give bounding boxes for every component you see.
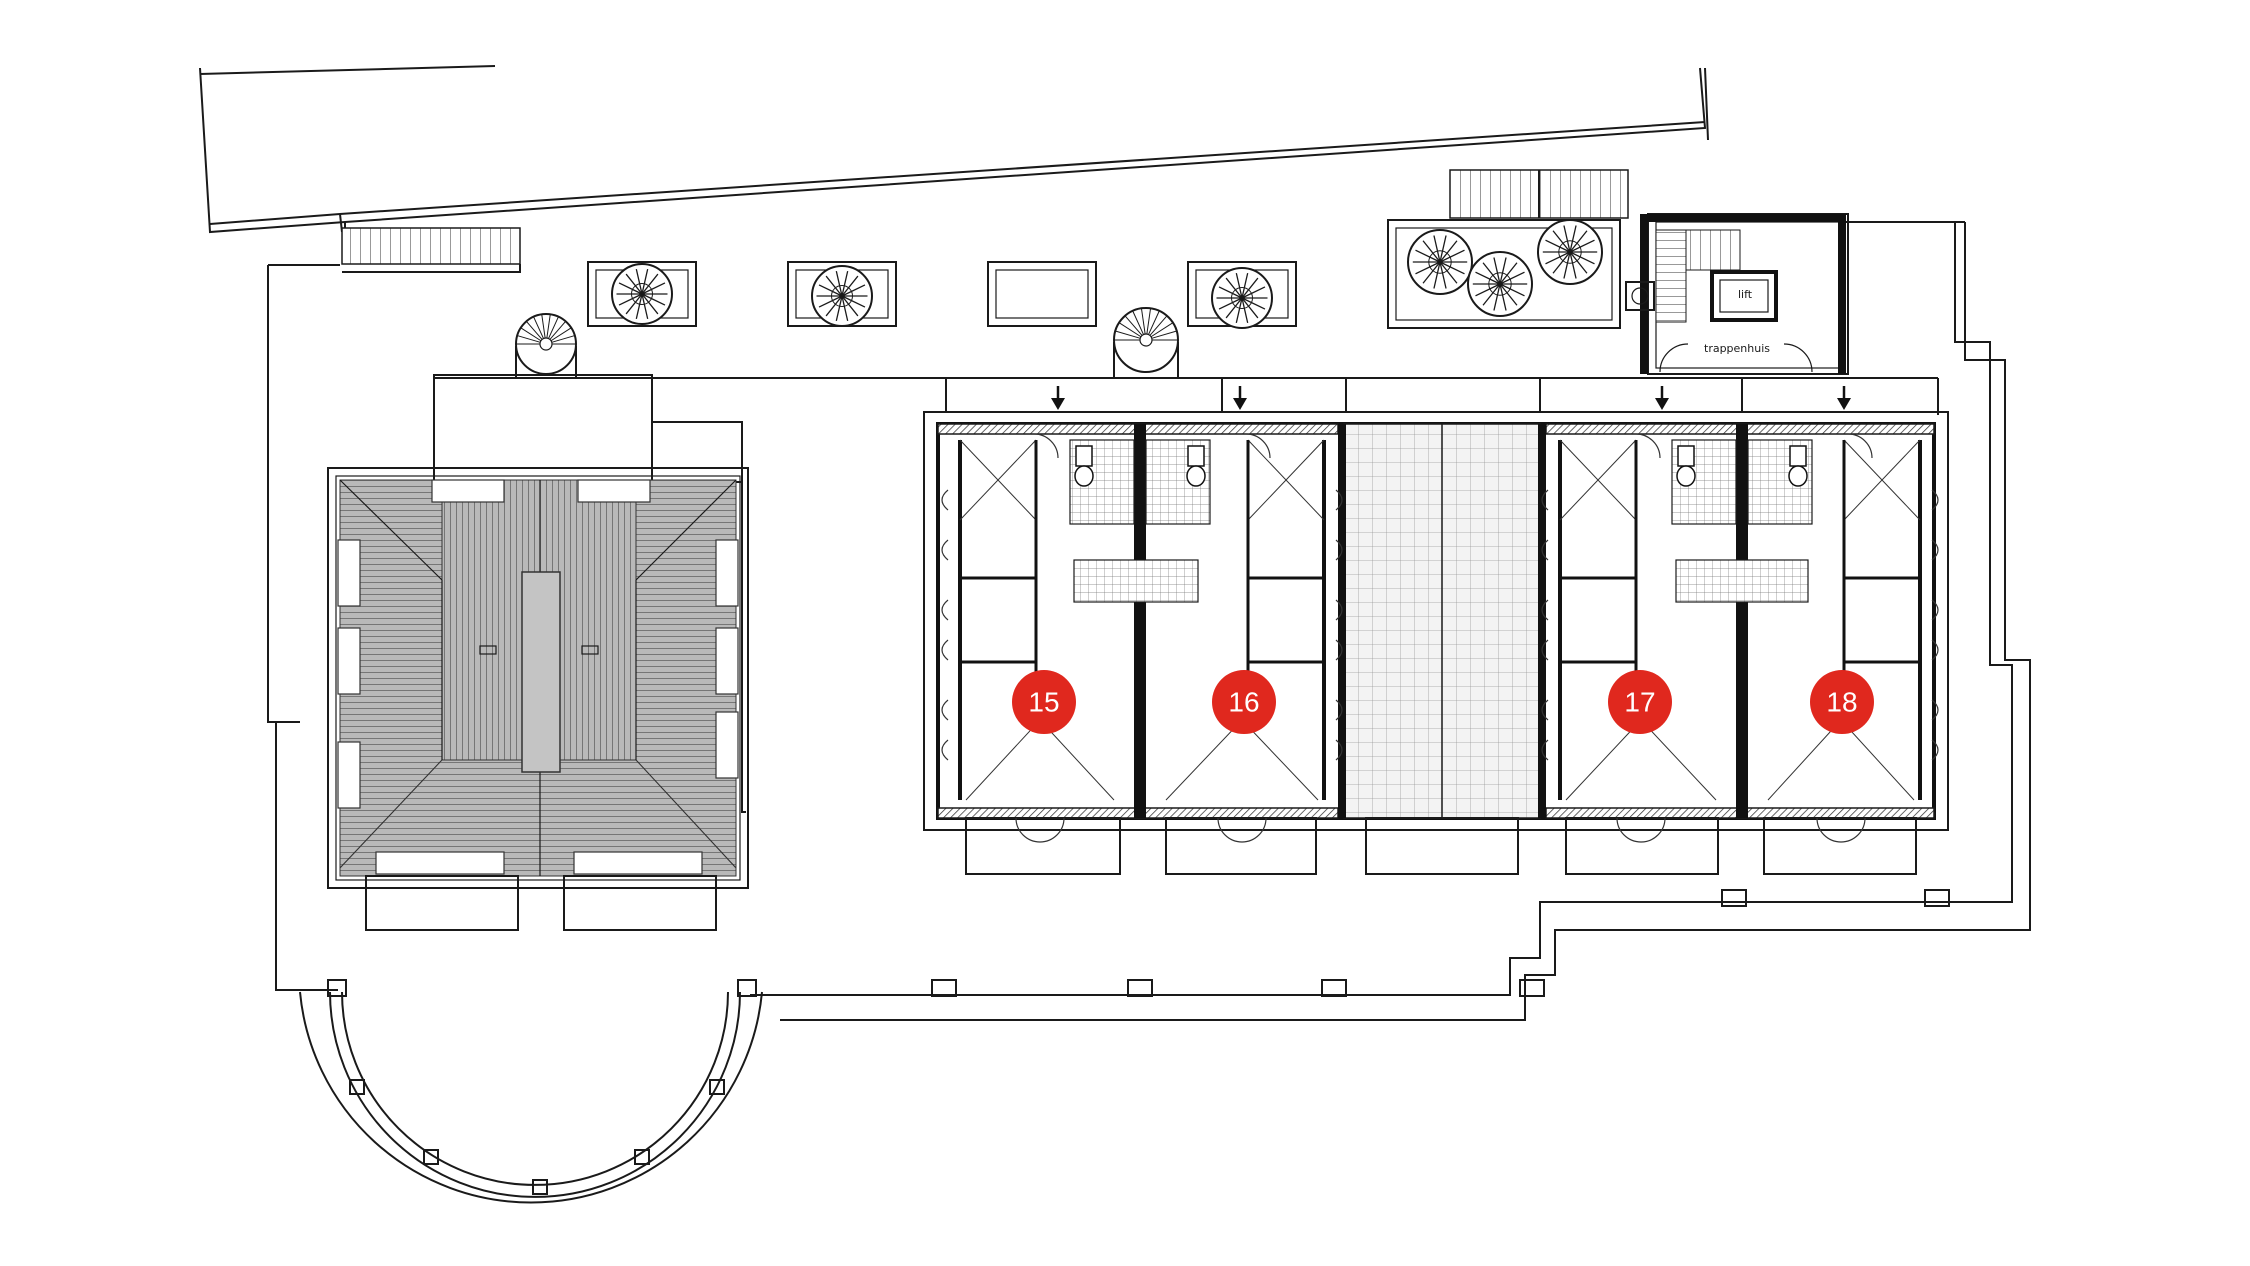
entrance-arrow-icon (1051, 386, 1851, 410)
door-swing-icon (1931, 639, 1939, 661)
unit-number: 17 (1624, 687, 1655, 718)
lift-label: lift (1738, 288, 1753, 301)
entrance-arrow-icon (1051, 386, 1065, 410)
door-swing-icon (1816, 817, 1866, 843)
stairwell: lift trappenhuis (1625, 213, 1849, 375)
unit-number: 18 (1826, 687, 1857, 718)
neighbour-roof-strip (199, 65, 1709, 273)
door-swing-icon (1635, 433, 1661, 459)
door-swing-icon (1931, 539, 1939, 561)
unit-badge-18[interactable]: 18 (1810, 670, 1874, 734)
unit-number: 16 (1228, 687, 1259, 718)
door-swing-icon (1033, 433, 1059, 459)
unit-plan (1767, 433, 1939, 843)
door-swing-icon (1931, 489, 1939, 511)
door-swing-icon (941, 639, 949, 661)
door-swing-icon (941, 489, 949, 511)
door-swing-icon (1217, 817, 1267, 843)
unit-plan (941, 433, 1115, 843)
spiral-stair-icon (1113, 307, 1179, 378)
door-swing-icon (1931, 739, 1939, 761)
tree-icon (611, 263, 673, 325)
tree-icon (811, 265, 873, 327)
entrance-arrow-icon (1837, 386, 1851, 410)
door-swing-icon (1541, 639, 1549, 661)
unit-badge-16[interactable]: 16 (1212, 670, 1276, 734)
door-swing-icon (1335, 489, 1343, 511)
door-swing-icon (1847, 433, 1873, 459)
door-swing-icon (1541, 739, 1549, 761)
door-swing-icon (1931, 699, 1939, 721)
entrance-arrow-icon (1655, 386, 1669, 410)
door-swing-icon (1541, 699, 1549, 721)
tree-icon (1211, 267, 1273, 329)
door-swing-icon (1335, 599, 1343, 621)
tree-icon (1407, 229, 1473, 295)
unit-plan (1541, 433, 1717, 843)
door-swing-icon (941, 699, 949, 721)
door-swing-icon (1541, 539, 1549, 561)
door-swing-icon (1335, 639, 1343, 661)
door-swing-icon (1541, 599, 1549, 621)
round-balcony (299, 991, 763, 1204)
roof-block (327, 374, 749, 931)
door-swing-icon (1015, 817, 1065, 843)
door-swing-icon (1245, 433, 1271, 459)
door-swing-icon (1335, 539, 1343, 561)
unit-interiors (941, 433, 1939, 843)
unit-badge-17[interactable]: 17 (1608, 670, 1672, 734)
stairwell-label: trappenhuis (1704, 342, 1770, 355)
door-swing-icon (1335, 739, 1343, 761)
door-swing-icon (1616, 817, 1666, 843)
door-swing-icon (941, 539, 949, 561)
unit-badge-15[interactable]: 15 (1012, 670, 1076, 734)
door-swing-icon (941, 599, 949, 621)
door-swing-icon (941, 739, 949, 761)
door-swing-icon (1335, 699, 1343, 721)
entrance-arrow-icon (1233, 386, 1247, 410)
unit-badges: 15 16 17 18 (1012, 670, 1874, 734)
door-swing-icon (1541, 489, 1549, 511)
tree-icon (1537, 219, 1603, 285)
spiral-stair-icon (515, 313, 577, 378)
tree-icon (611, 219, 1603, 329)
door-swing-icon (1931, 599, 1939, 621)
unit-number: 15 (1028, 687, 1059, 718)
unit-plan (1165, 433, 1343, 843)
tree-icon (1467, 251, 1533, 317)
